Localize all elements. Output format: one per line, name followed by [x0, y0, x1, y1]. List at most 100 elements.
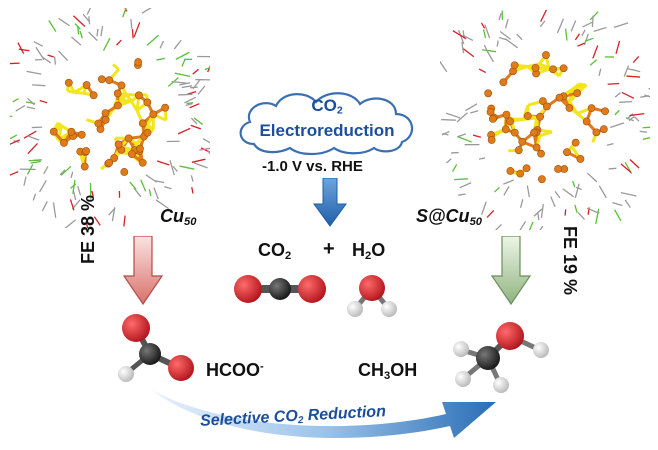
copper-atom	[532, 143, 541, 152]
hydrogen-atom	[347, 301, 363, 317]
ligand-bond	[482, 29, 487, 39]
ligand-bond	[202, 138, 210, 144]
copper-atom	[77, 130, 86, 139]
ligand-bond	[478, 157, 486, 160]
oxygen-atom	[122, 314, 150, 342]
ligand-bond	[504, 38, 519, 49]
ligand-bond	[575, 186, 582, 191]
cloud-line1: CO2	[311, 96, 343, 117]
plus-sign: +	[323, 238, 335, 260]
ligand-bond	[193, 117, 204, 126]
ligand-bond	[446, 158, 452, 164]
hydrogen-atom	[453, 341, 469, 357]
ligand-bond	[76, 25, 80, 35]
copper-atom	[537, 175, 546, 184]
cloud-title: CO2 Electroreduction	[232, 96, 422, 141]
ligand-bond	[100, 25, 104, 37]
copper-atom	[82, 147, 91, 155]
ligand-bond	[570, 20, 577, 32]
h2o-molecule	[347, 275, 397, 317]
ligand-bond	[608, 167, 617, 170]
ligand-bond	[441, 130, 450, 136]
ligand-bond	[626, 75, 641, 78]
ligand-bond	[60, 165, 72, 176]
ligand-bond	[613, 22, 629, 29]
ligand-bond	[133, 22, 141, 38]
ligand-bond	[204, 66, 210, 71]
ligand-bond	[614, 209, 622, 222]
carbon-atom	[476, 346, 500, 370]
ligand-bond	[494, 223, 502, 230]
ligand-bond	[462, 34, 474, 42]
copper-atom	[549, 65, 557, 74]
ligand-bond	[190, 117, 198, 125]
ligand-bond	[504, 18, 509, 29]
core-bond	[112, 63, 120, 71]
copper-atom	[49, 127, 58, 136]
methanol-label: CH3OH	[358, 360, 418, 382]
ligand-bond	[145, 174, 158, 183]
ligand-bond	[10, 115, 13, 118]
ligand-bond	[27, 135, 40, 141]
ligand-bond	[146, 34, 159, 46]
copper-atom	[502, 110, 511, 119]
oxygen-atom	[168, 355, 194, 381]
ligand-bond	[155, 199, 169, 210]
ligand-bond	[499, 31, 512, 40]
ligand-bond	[591, 15, 594, 28]
ligand-bond	[440, 61, 448, 73]
copper-atom	[60, 139, 68, 147]
ligand-bond	[516, 33, 523, 41]
ligand-bond	[192, 68, 199, 75]
ligand-bond	[595, 208, 600, 225]
ligand-bond	[53, 56, 57, 65]
copper-atom	[134, 58, 143, 66]
ligand-bond	[15, 104, 26, 112]
ligand-bond	[461, 42, 465, 54]
copper-atom	[562, 148, 571, 157]
ligand-bond	[39, 99, 48, 104]
ligand-bond	[592, 45, 599, 59]
ligand-bond	[577, 211, 586, 220]
copper-atom	[522, 164, 531, 173]
ligand-bond	[190, 124, 202, 130]
ligand-bond	[593, 26, 607, 32]
carbon-atom	[269, 278, 291, 300]
ligand-bond	[574, 204, 578, 213]
ligand-bond	[598, 68, 602, 77]
ligand-bond	[179, 165, 195, 170]
ligand-bond	[178, 93, 193, 96]
ligand-bond	[173, 39, 182, 50]
copper-atom	[501, 125, 510, 134]
ligand-bond	[131, 29, 134, 39]
ligand-bond	[484, 24, 491, 39]
ligand-bond	[581, 29, 586, 37]
ligand-bond	[141, 8, 152, 14]
ligand-bond	[639, 130, 648, 133]
copper-atom	[510, 128, 519, 137]
ligand-bond	[457, 29, 465, 45]
hydrogen-atom	[455, 371, 471, 387]
ligand-bond	[533, 208, 543, 217]
copper-atom	[576, 155, 585, 163]
ligand-bond	[102, 37, 111, 51]
ligand-bond	[186, 102, 194, 105]
ligand-bond	[615, 40, 621, 54]
ligand-bond	[573, 226, 577, 230]
ligand-bond	[43, 166, 49, 175]
methanol-molecule	[453, 322, 549, 393]
ligand-bond	[71, 36, 82, 46]
copper-atom	[488, 114, 497, 123]
down-arrow-left	[122, 236, 164, 306]
copper-atom	[149, 110, 158, 119]
ligand-bond	[187, 90, 197, 95]
ligand-bond	[153, 187, 159, 200]
ligand-bond	[586, 207, 600, 214]
ligand-bond	[633, 116, 640, 122]
ligand-bond	[582, 21, 593, 28]
ligand-bond	[589, 59, 598, 66]
ligand-bond	[539, 225, 544, 230]
ligand-bond	[494, 186, 500, 193]
ligand-bond	[441, 118, 456, 121]
ligand-bond	[72, 190, 77, 201]
